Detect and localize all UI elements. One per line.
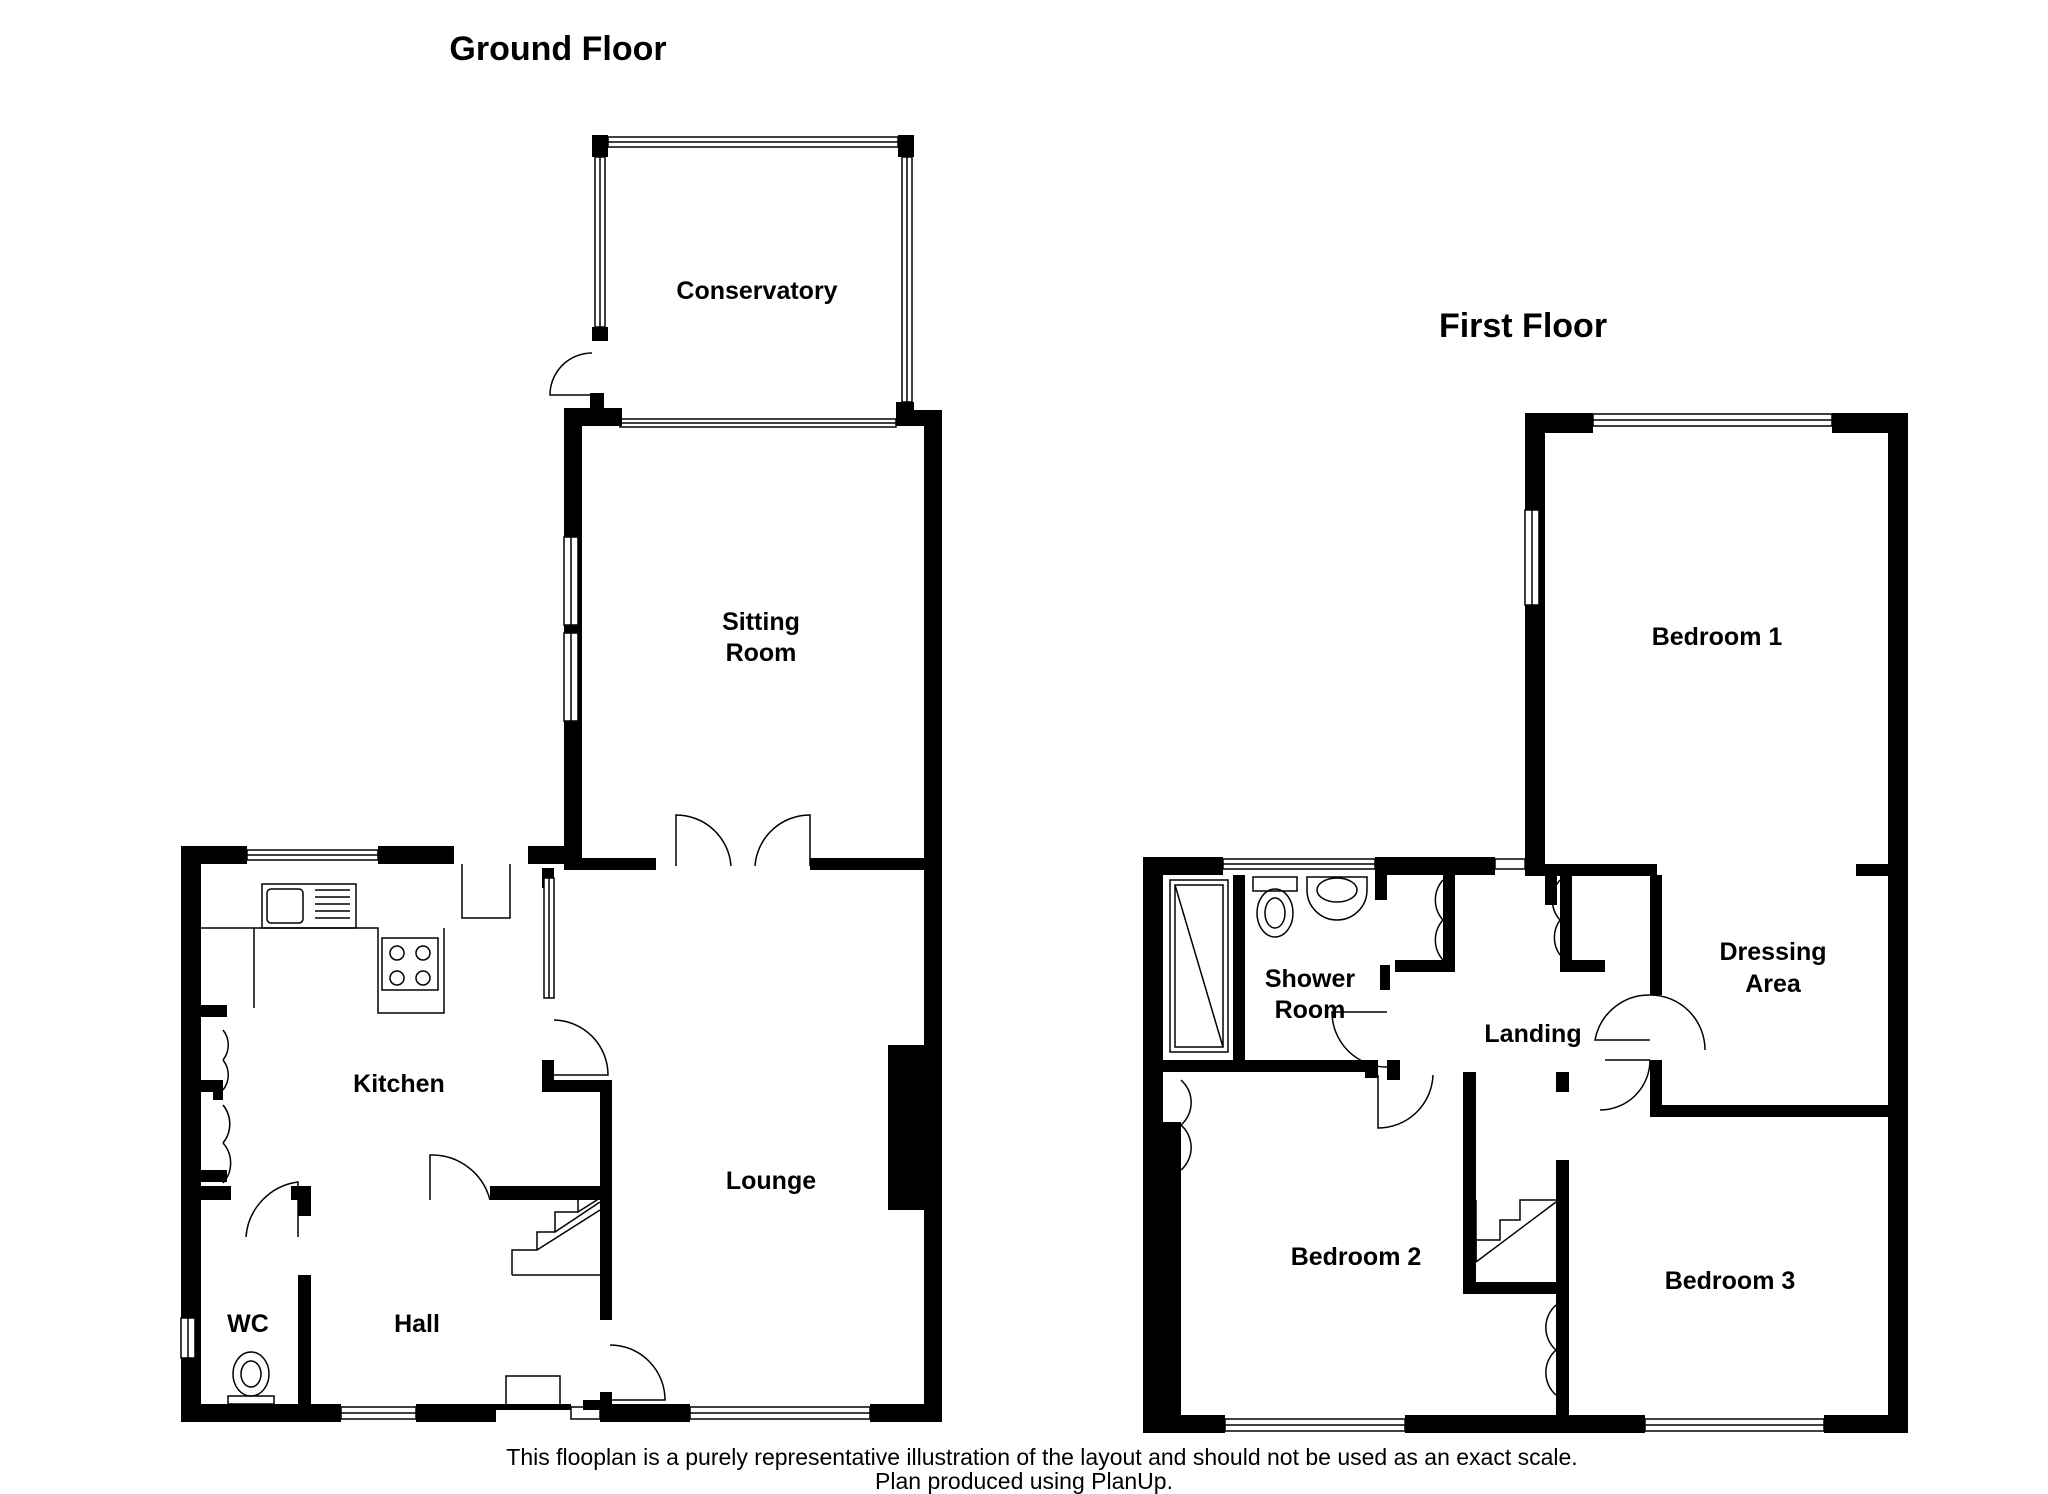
- room-label-sitting-room-line2: Room: [726, 639, 797, 667]
- door-swing: [1649, 994, 1706, 1051]
- room-label-dressing-area-line1: Dressing: [1720, 938, 1827, 966]
- room-label-bedroom-3: Bedroom 3: [1665, 1267, 1796, 1295]
- ground-floor-stairs: [511, 1196, 601, 1276]
- room-label-dressing-area-line2: Area: [1745, 970, 1802, 998]
- cupboard-door: [222, 1104, 232, 1184]
- first-floor-plan: First Floor Bedroom 1 Dressing Area Show…: [1143, 307, 1908, 1433]
- door-swing: [609, 1344, 666, 1401]
- cupboard-door: [222, 1029, 230, 1091]
- door-swing: [461, 864, 511, 919]
- window: [1494, 858, 1526, 870]
- ground-floor-title: Ground Floor: [449, 30, 666, 68]
- room-label-kitchen: Kitchen: [353, 1070, 445, 1098]
- cupboard-door: [1434, 879, 1444, 961]
- first-floor-windows: [1222, 413, 1833, 1432]
- ground-floor-windows: [180, 536, 871, 1420]
- kitchen-sink: [261, 883, 357, 929]
- ground-floor-doors: [245, 814, 811, 1410]
- toilet: [1256, 888, 1294, 938]
- door-swing: [1331, 1011, 1388, 1068]
- ground-floor-plan: Ground Floor Conservatory Sitting Room K…: [180, 30, 942, 1422]
- cupboard-door: [1551, 879, 1561, 956]
- shower-tray: [1169, 879, 1229, 1053]
- door-swing: [429, 1154, 491, 1201]
- door-swing: [245, 1181, 299, 1238]
- plan-credit: Plan produced using PlanUp.: [875, 1468, 1173, 1494]
- first-floor-walls: [1143, 413, 1908, 1433]
- footer-line-2: Plan produced using PlanUp.: [0, 1470, 2048, 1493]
- basin: [1306, 876, 1368, 921]
- hob: [381, 937, 439, 991]
- room-label-sitting-room-line1: Sitting: [722, 608, 800, 636]
- room-label-shower-room-line2: Room: [1275, 996, 1346, 1024]
- room-label-landing: Landing: [1484, 1020, 1581, 1048]
- room-label-lounge: Lounge: [726, 1167, 816, 1195]
- conservatory-structure: [549, 135, 914, 428]
- room-label-bedroom-1: Bedroom 1: [1652, 623, 1783, 651]
- first-floor-doors: [1180, 879, 1706, 1396]
- room-label-wc: WC: [227, 1310, 269, 1338]
- disclaimer-line-1: This flooplan is a purely representative…: [506, 1444, 1577, 1470]
- door-swing: [675, 814, 732, 867]
- cupboard-door: [1545, 1304, 1557, 1396]
- shower-room-fixtures: [1169, 876, 1368, 1053]
- kitchen-fixtures: [201, 883, 445, 1184]
- room-label-hall: Hall: [394, 1310, 440, 1338]
- door-swing: [754, 814, 811, 867]
- door-swing: [549, 352, 593, 396]
- first-floor-title: First Floor: [1439, 307, 1607, 345]
- wc-toilet: [227, 1351, 275, 1405]
- room-label-conservatory: Conservatory: [676, 277, 837, 305]
- door-swing: [1377, 1074, 1434, 1129]
- room-label-shower-room-line1: Shower: [1265, 965, 1356, 993]
- room-label-bedroom-2: Bedroom 2: [1291, 1243, 1422, 1271]
- cupboard-door: [1180, 1079, 1192, 1171]
- door-swing: [553, 1019, 609, 1076]
- door-swing: [1599, 1059, 1651, 1111]
- first-floor-stairs: [1475, 1199, 1557, 1263]
- door-swing: [505, 1375, 561, 1404]
- door-swing: [1594, 994, 1651, 1041]
- ground-floor-walls: [181, 408, 942, 1422]
